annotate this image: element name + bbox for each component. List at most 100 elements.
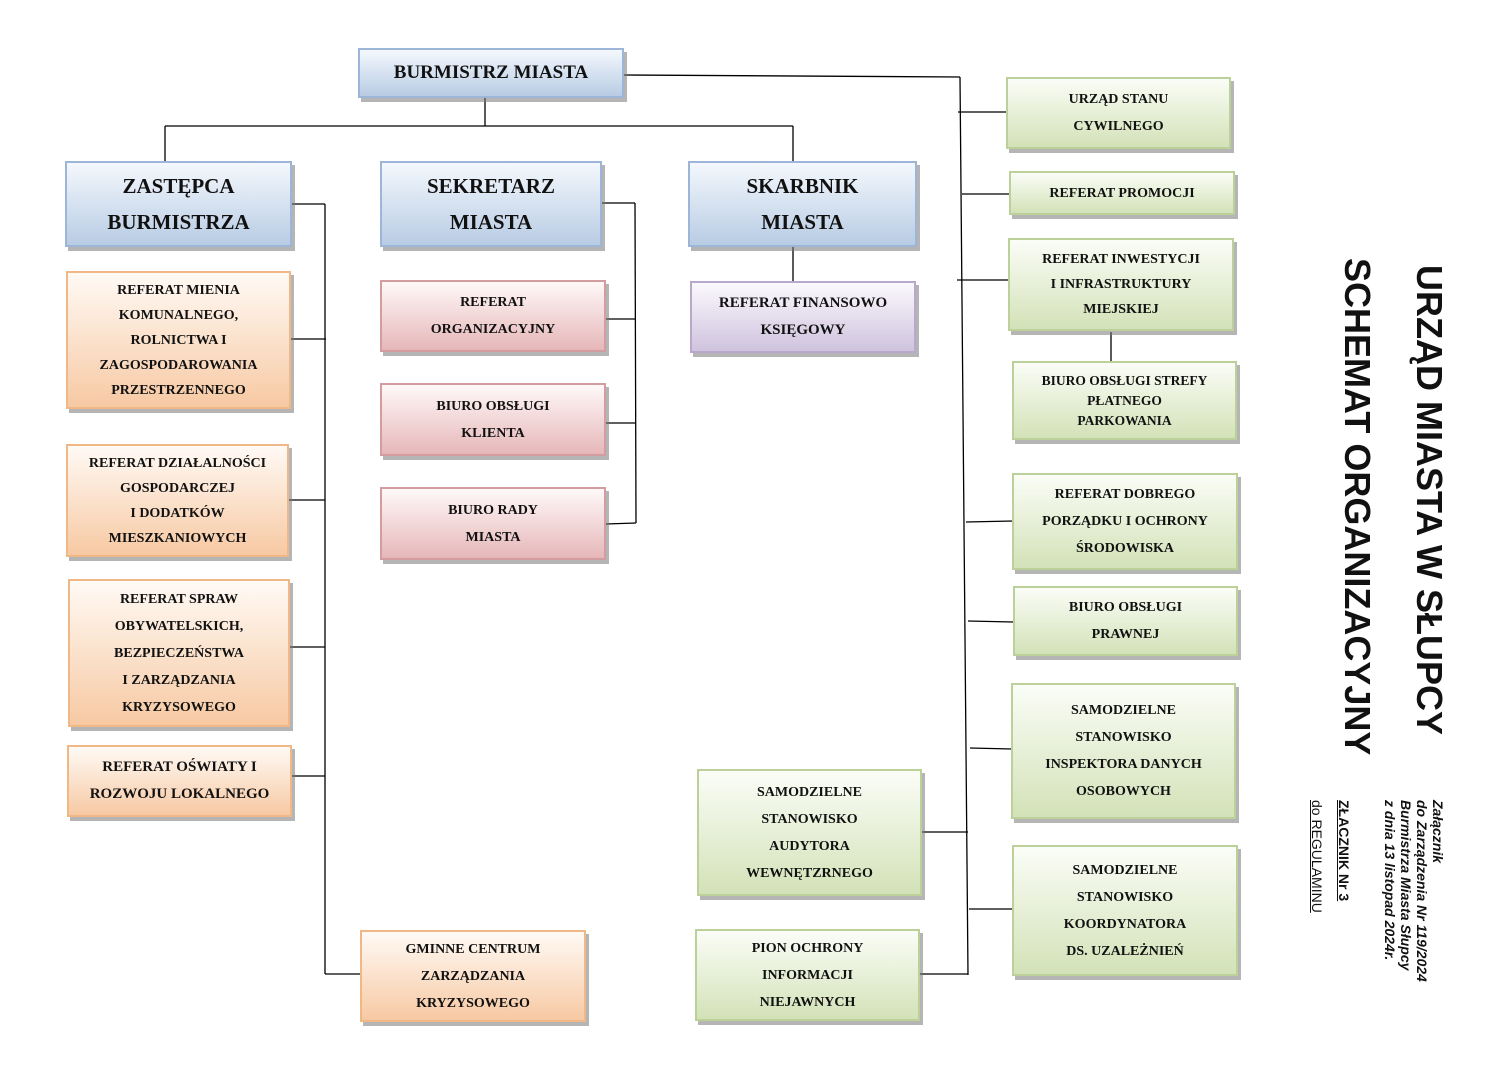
connector [959,76,969,976]
node-label: ORGANIZACYJNY [430,322,556,337]
node-mayor-unit: REFERAT DOBREGO PORZĄDKU I OCHRONY ŚRODO… [1012,473,1238,570]
regulation-label: do REGULAMINU [1309,800,1325,913]
node-label: BIURO OBSŁUGI [1068,600,1183,615]
node-label: REFERAT SPRAW [119,591,239,607]
node-label: REFERAT MIENIA [117,282,240,298]
node-label: BIURO OBSŁUGI [436,398,550,414]
node-label: PARKOWANIA [1077,412,1172,428]
node-label: KRYZYSOWEGO [416,995,530,1011]
node-treasurer-unit: REFERAT FINANSOWO KSIĘGOWY [690,281,916,353]
node-label: ZARZĄDZANIA [420,968,526,984]
node-label: MIASTA [761,210,844,234]
node-label: BIURO OBSŁUGI STREFY [1041,372,1208,388]
node-label: I ZARZĄDZANIA [122,672,236,688]
connector [605,522,637,525]
node-mayor: BURMISTRZ MIASTA [358,48,624,98]
node-label: STANOWISKO [1076,889,1174,905]
node-secretary-unit: BIURO RADY MIASTA [380,487,606,560]
node-deputy-unit: GMINNE CENTRUM ZARZĄDZANIA KRYZYSOWEGO [360,930,586,1022]
node-label: GOSPODARCZEJ [119,480,236,496]
node-mayor-unit: SAMODZIELNE STANOWISKO KOORDYNATORA DS. … [1012,845,1238,976]
node-label: SAMODZIELNE [1072,862,1178,878]
node-label: ROLNICTWA I [130,332,227,348]
node-label: SAMODZIELNE [1070,703,1177,718]
node-mayor-unit: SAMODZIELNE STANOWISKO INSPEKTORA DANYCH… [1011,683,1236,819]
node-label: ROZWOJU LOKALNEGO [89,786,270,802]
node-mayor-unit: REFERAT PROMOCJI [1009,171,1235,215]
node-label: I INFRASTRUKTURY [1050,277,1192,292]
node-label: PRZESTRZENNEGO [111,382,246,398]
node-label: NIEJAWNYCH [759,994,856,1010]
node-label: PION OCHRONY [751,940,864,956]
annotation-line: do Zarządzenia Nr 119/2024 [1414,800,1430,982]
node-label: BURMISTRZA [107,210,250,234]
page-subtitle: SCHEMAT ORGANIZACYJNY [1337,258,1378,756]
node-deputy-unit: REFERAT OŚWIATY I ROZWOJU LOKALNEGO [67,745,292,817]
node-label: REFERAT INWESTYCJI [1042,252,1200,267]
node-deputy-unit: REFERAT MIENIA KOMUNALNEGO, ROLNICTWA I … [66,271,291,409]
node-label: ZASTĘPCA [122,174,235,198]
page-title: URZĄD MIASTA W SŁUPCY [1409,265,1450,735]
node-deputy-unit: REFERAT SPRAW OBYWATELSKICH, BEZPIECZEŃS… [68,579,290,727]
node-deputy-mayor: ZASTĘPCA BURMISTRZA [65,161,292,247]
node-label: AUDYTORA [769,838,850,854]
node-label: SKARBNIK [746,174,859,198]
node-deputy-unit: REFERAT DZIAŁALNOŚCI GOSPODARCZEJ I DODA… [66,444,289,557]
node-secretary-unit: BIURO OBSŁUGI KLIENTA [380,383,606,456]
node-label: PRAWNEJ [1091,627,1160,642]
node-secretary: SEKRETARZ MIASTA [380,161,602,247]
node-label: REFERAT OŚWIATY I [102,759,257,775]
node-mayor-unit: REFERAT INWESTYCJI I INFRASTRUKTURY MIEJ… [1008,238,1234,331]
node-label: INSPEKTORA DANYCH [1045,757,1202,772]
node-mayor-unit: BIURO OBSŁUGI STREFY PŁATNEGO PARKOWANIA [1012,361,1237,440]
node-label: OBYWATELSKICH, [114,618,244,634]
node-label: CYWILNEGO [1073,119,1164,134]
node-label: BURMISTRZ MIASTA [393,62,589,83]
connector [965,520,1014,523]
connector [967,620,1014,623]
node-label: OSOBOWYCH [1076,784,1171,799]
node-mayor-unit: SAMODZIELNE STANOWISKO AUDYTORA WEWNĘTZR… [697,769,922,896]
node-label: ZAGOSPODAROWANIA [99,357,258,373]
node-label: DS. UZALEŻNIEŃ [1066,943,1184,959]
node-label: REFERAT DOBREGO [1054,487,1196,502]
node-label: KSIĘGOWY [760,322,846,338]
node-label: BEZPIECZEŃSTWA [114,645,244,661]
node-label: REFERAT [460,295,526,310]
node-label: URZĄD STANU [1068,92,1169,107]
node-label: PŁATNEGO [1087,392,1162,408]
connector [969,747,1013,750]
node-label: GMINNE CENTRUM [405,941,541,957]
node-label: BIURO RADY [448,502,538,518]
annotation-line: z dnia 13 listopad 2024r. [1382,800,1398,961]
node-mayor-unit: BIURO OBSŁUGI PRAWNEJ [1013,586,1238,656]
node-label: I DODATKÓW [130,505,225,521]
node-label: STANOWISKO [1075,730,1172,745]
node-label: MIESZKANIOWYCH [108,530,247,546]
connector [623,74,961,78]
node-mayor-unit: PION OCHRONY INFORMACJI NIEJAWNYCH [695,929,920,1021]
attachment-label: ZŁACZNIK Nr 3 [1336,800,1352,902]
node-label: KOORDYNATORA [1063,916,1187,932]
node-label: ŚRODOWISKA [1075,541,1175,556]
node-label: MIEJSKIEJ [1083,302,1159,317]
node-label: REFERAT DZIAŁALNOŚCI [88,455,267,471]
node-label: PORZĄDKU I OCHRONY [1042,514,1208,529]
node-label: WEWNĘTZRNEGO [746,865,873,881]
node-treasurer: SKARBNIK MIASTA [688,161,917,247]
node-label: MIASTA [465,529,521,545]
node-label: KRYZYSOWEGO [122,699,236,715]
node-label: SEKRETARZ [427,174,555,198]
node-label: REFERAT FINANSOWO [718,295,888,311]
node-label: KLIENTA [461,425,525,441]
node-label: KOMUNALNEGO, [118,307,239,323]
annotation-line: Załącznik [1430,800,1446,864]
node-label: MIASTA [449,210,533,234]
node-mayor-unit: URZĄD STANU CYWILNEGO [1006,77,1231,149]
node-label: INFORMACJI [762,967,853,983]
node-label: REFERAT PROMOCJI [1049,185,1195,201]
connector [634,202,637,524]
node-secretary-unit: REFERAT ORGANIZACYJNY [380,280,606,352]
annotation-line: Burmistrza Miasta Słupcy [1398,800,1414,971]
